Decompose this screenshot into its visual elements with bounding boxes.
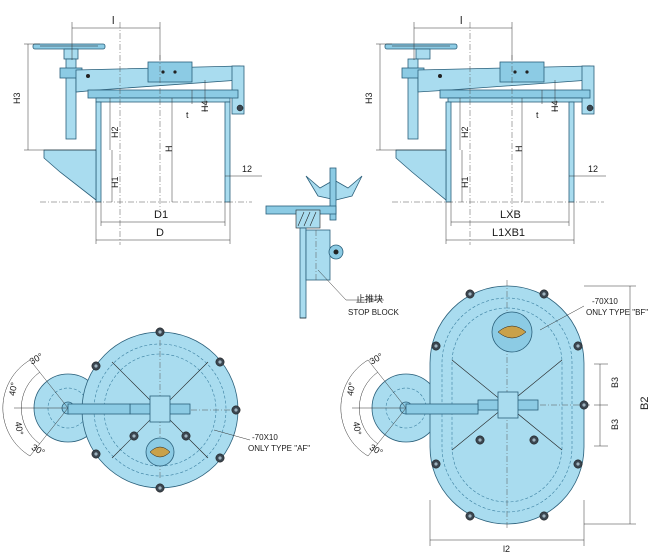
dim-t-2: t	[536, 110, 539, 120]
stop-block-label-cn: 止推块	[356, 293, 383, 304]
dim-h-2: H	[514, 146, 524, 153]
angle-30-top-2: 30°	[368, 351, 385, 367]
dim-h2: H2	[110, 126, 120, 138]
dim-h3-2: H3	[364, 92, 374, 104]
angle-30-bottom-2: 30°	[368, 442, 385, 458]
dim-h4: H4	[200, 100, 210, 112]
note-af-type: ONLY TYPE "AF"	[248, 444, 310, 453]
stop-block-label-en: STOP BLOCK	[348, 308, 400, 317]
note-af-size: -70X10	[252, 433, 278, 442]
dim-d: D	[156, 227, 164, 239]
dim-12: 12	[242, 164, 252, 174]
dim-b3-top: B3	[610, 377, 620, 388]
dim-h1-2: H1	[460, 176, 470, 188]
dim-h4-2: H4	[550, 100, 560, 112]
dim-l1xb1: L1XB1	[492, 227, 525, 239]
angle-40-bottom: 40°	[13, 421, 25, 437]
dim-l-2: l	[460, 15, 462, 27]
dim-h: H	[164, 146, 174, 153]
plan-view-round-af: -70X10 ONLY TYPE "AF" 30° 40° 40° 30°	[2, 327, 310, 493]
dim-h1: H1	[110, 176, 120, 188]
angle-40-bottom-2: 40°	[351, 421, 363, 437]
side-view-round-af: l H3 H2 H H1 H4 t 12 D1 D	[12, 15, 262, 245]
dim-l: l	[112, 15, 114, 27]
dim-12-2: 12	[588, 164, 598, 174]
dim-d1: D1	[154, 209, 168, 221]
angle-30-bottom: 30°	[30, 442, 47, 458]
stop-block-detail: 止推块 STOP BLOCK	[265, 167, 400, 319]
dim-b2: B2	[639, 397, 651, 410]
dim-lxb: LXB	[500, 209, 521, 221]
dim-h2-2: H2	[460, 126, 470, 138]
dim-l2: l2	[503, 544, 510, 554]
side-view-oval-bf: l H3 H2 H H1 H4 t 12 LXB L1XB1	[364, 15, 606, 245]
dim-b3-bottom: B3	[610, 419, 620, 430]
angle-30-top: 30°	[28, 351, 45, 367]
note-bf-size: -70X10	[592, 297, 618, 306]
dim-t: t	[186, 110, 189, 120]
angle-40-top-2: 40°	[345, 381, 357, 397]
angle-40-top: 40°	[7, 381, 19, 397]
dim-h3: H3	[12, 92, 22, 104]
note-bf-type: ONLY TYPE "BF"	[586, 308, 648, 317]
plan-view-oval-bf: -70X10 ONLY TYPE "BF" B3 B3 B2 l2 30° 40…	[340, 280, 651, 554]
